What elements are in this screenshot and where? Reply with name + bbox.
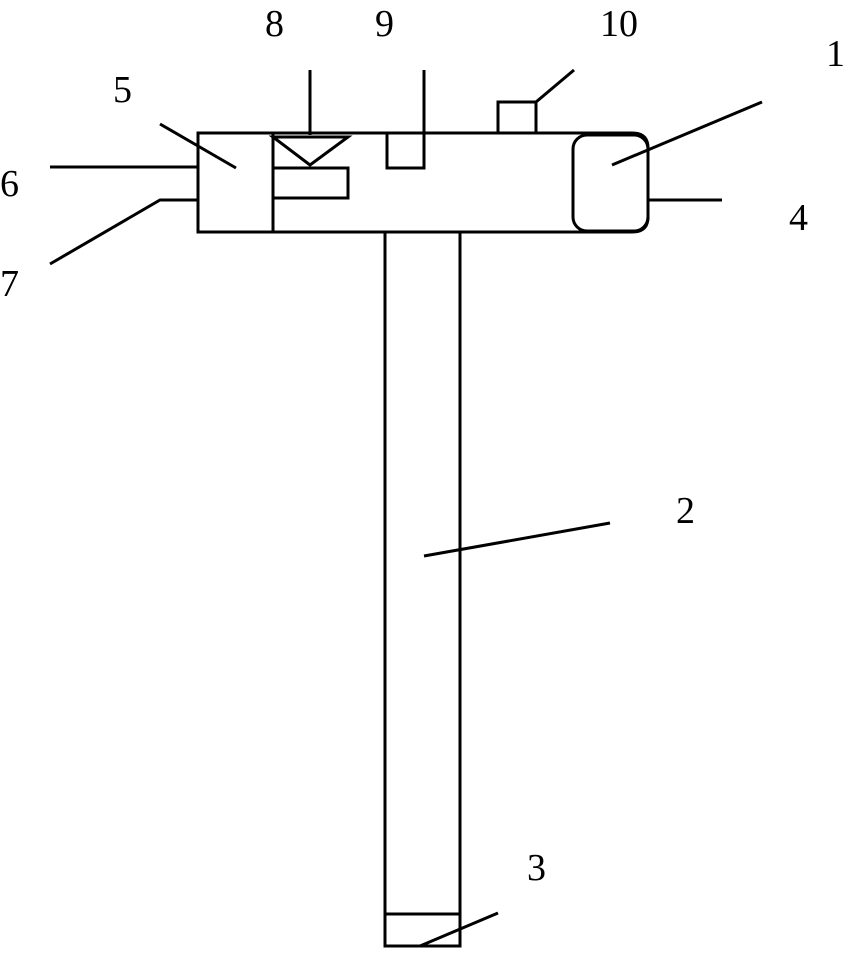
label-1: 1 — [826, 33, 845, 75]
leader-3 — [419, 911, 499, 948]
part-2-shaft — [383, 230, 462, 948]
leader-10 — [535, 68, 575, 104]
leader-2 — [423, 521, 611, 558]
leader-5 — [159, 122, 237, 170]
label-2: 2 — [676, 490, 695, 532]
inner-bar — [271, 166, 350, 200]
label-4: 4 — [789, 197, 808, 239]
label-8: 8 — [265, 3, 284, 45]
label-9: 9 — [375, 3, 394, 45]
label-5: 5 — [113, 69, 132, 111]
part-9-square — [385, 131, 426, 170]
part-10-square — [496, 100, 538, 135]
label-7: 7 — [0, 263, 19, 305]
part-8-triangle — [268, 135, 353, 167]
part-1-block — [571, 133, 650, 233]
label-6: 6 — [0, 163, 19, 205]
label-3: 3 — [527, 847, 546, 889]
label-10: 10 — [600, 3, 638, 45]
leader-1 — [611, 100, 763, 167]
leader-7 — [49, 198, 198, 266]
